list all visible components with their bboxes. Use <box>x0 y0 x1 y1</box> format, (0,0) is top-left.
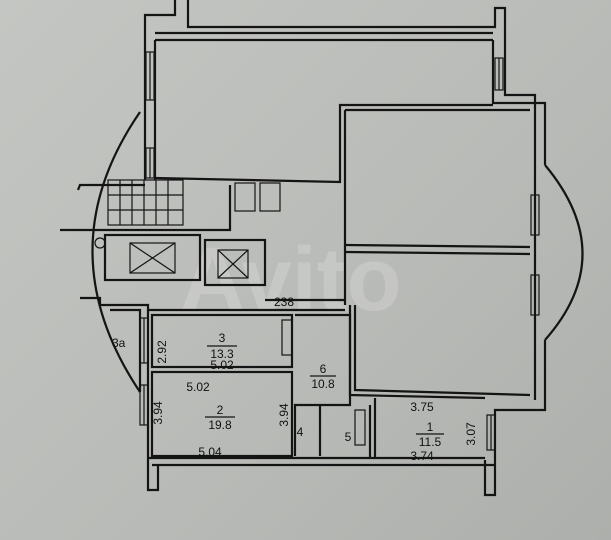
dim-room2-top: 5.02 <box>186 380 210 394</box>
room-6-area: 10.8 <box>311 377 335 391</box>
right-bay-arc <box>544 164 584 341</box>
windows <box>139 51 540 451</box>
room-3a-label: 3а <box>112 336 126 350</box>
dim-room3-height: 2.92 <box>155 340 169 364</box>
dim-room2-bottom: 5.04 <box>198 445 222 459</box>
dim-room1-bottom: 3.74 <box>410 449 434 463</box>
stair-wall <box>76 183 145 191</box>
room-2-area: 19.8 <box>208 418 232 432</box>
room-1-number: 1 <box>427 420 434 434</box>
dim-room2-left: 3.94 <box>151 401 165 425</box>
dim-corridor: 238 <box>274 295 294 309</box>
elevators <box>60 182 345 312</box>
watermark: Avito <box>180 230 402 330</box>
dim-room3-width: 5.02 <box>210 358 234 372</box>
apartment-rooms <box>110 308 377 458</box>
left-bay-arc <box>91 111 141 393</box>
stairs <box>107 179 184 226</box>
room-2-number: 2 <box>217 403 224 417</box>
room-1-area: 11.5 <box>419 435 442 449</box>
room-4-label: 4 <box>297 425 304 439</box>
dim-room1-height: 3.07 <box>464 422 478 446</box>
dim-room1-top: 3.75 <box>410 400 434 414</box>
room-3-number: 3 <box>219 331 226 345</box>
dim-room2-right: 3.94 <box>277 403 291 427</box>
room-6-number: 6 <box>320 362 327 376</box>
room-5-label: 5 <box>345 430 352 444</box>
room-3-area: 13.3 <box>210 347 234 361</box>
